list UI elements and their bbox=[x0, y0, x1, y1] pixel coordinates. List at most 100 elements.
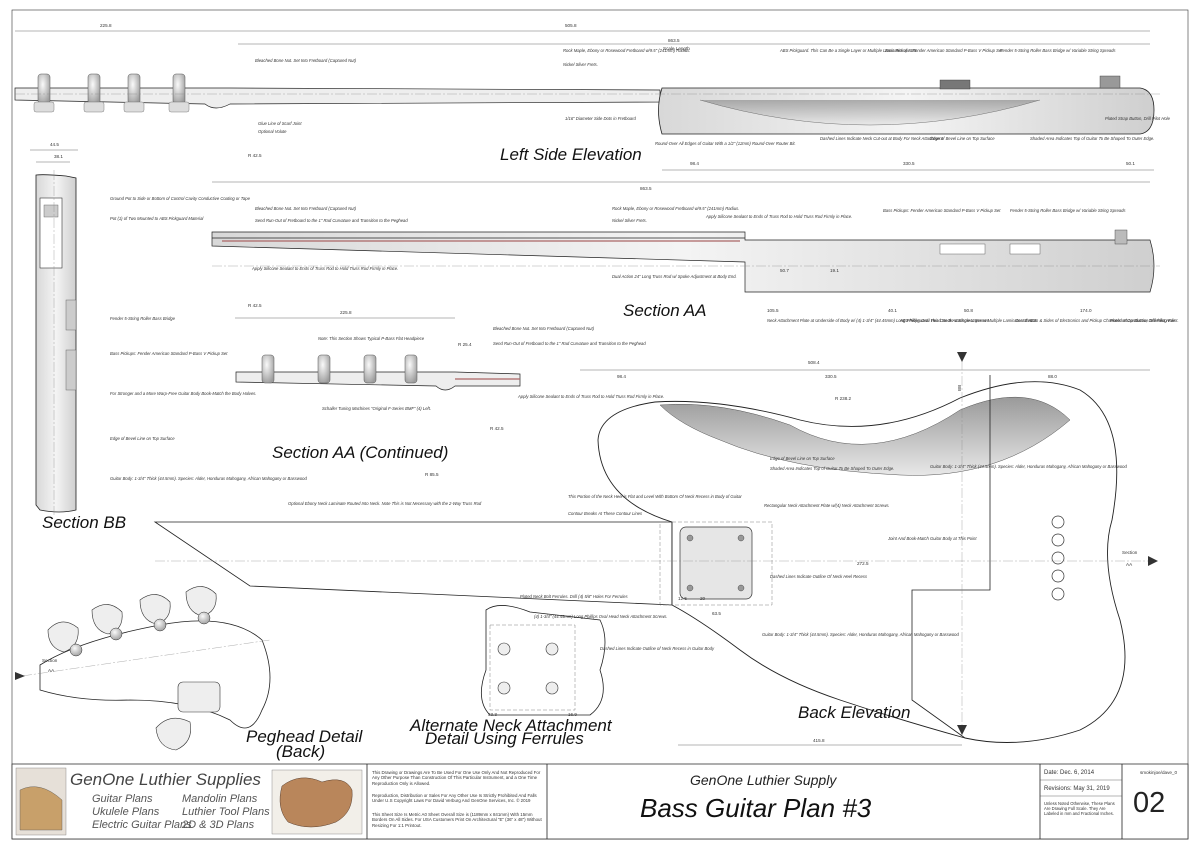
view-title-alt-neck: Alternate Neck Attachment bbox=[409, 716, 613, 735]
disclaimer-text-3: This Sheet Size Is Metric A0 Sheet Overa… bbox=[372, 812, 542, 828]
back-elevation: 508.4 98.4 330.5 88.0 R 238.2 Section AA bbox=[153, 352, 1158, 746]
dim-label: 50.1 bbox=[1126, 161, 1135, 166]
dim-label: 98.4 bbox=[690, 161, 699, 166]
sheet-number: 02 bbox=[1133, 787, 1166, 819]
note: Guitar Body: 1-3/4" Thick (44.5mm). Spec… bbox=[930, 464, 1128, 469]
product-item: Guitar Plans bbox=[92, 793, 153, 805]
dim-label: R 238.2 bbox=[835, 396, 852, 401]
note: Note: This Section Shows Typical P-Bass … bbox=[318, 336, 425, 341]
peghead-detail: Section AA Peghead Detail (Back) bbox=[15, 586, 363, 761]
tuner-row-section bbox=[261, 354, 418, 384]
neck-side-profile bbox=[14, 87, 661, 109]
note: Fender 5-String Roller Bass Bridge w/ Va… bbox=[1010, 208, 1126, 213]
view-title-left-side: Left Side Elevation bbox=[500, 145, 642, 164]
note: Glue Line of Scarf Joint bbox=[258, 121, 302, 126]
note: Edge of Bevel Line on Top Surface bbox=[770, 456, 835, 461]
note: Fender 5-String Roller Bass Bridge w/ Va… bbox=[1000, 48, 1116, 53]
dim-label: 12.5 bbox=[678, 596, 687, 601]
note: Plated Strap Button, Drill Pilot Hole bbox=[1105, 116, 1171, 121]
note: ABS Pickguard. This Can Be a Single Laye… bbox=[779, 48, 918, 53]
dim-label: 50.8 bbox=[964, 308, 973, 313]
note: Rock Maple, Ebony or Rosewood Fretboard … bbox=[612, 206, 739, 211]
note: Bleached Bone Nut. Set Into Fretboard (C… bbox=[493, 326, 595, 331]
note: Contour Breaks At These Contour Lines bbox=[568, 511, 643, 516]
note: Guitar Body: 1-3/4" Thick (44.5mm). Spec… bbox=[110, 476, 308, 481]
section-aa: 863.5 Section AA Bleached Bone Nut. Set … bbox=[211, 181, 1179, 323]
dim-label: 330.5 bbox=[903, 161, 915, 166]
note: ABS Pickguard. This Can Be a Single Laye… bbox=[899, 318, 1038, 323]
top-bevel-area bbox=[659, 396, 1071, 476]
tuner-row-side bbox=[33, 73, 190, 113]
dim-label: 272.5 bbox=[857, 561, 869, 566]
note: Schaller Tuning Machines "Original F-Ser… bbox=[322, 406, 431, 411]
note: Plated Neck Bolt Ferrules. Drill (4) 5/8… bbox=[520, 594, 629, 599]
plan-revisions: Revisions: May 31, 2019 bbox=[1044, 786, 1110, 792]
dim-label: 98.4 bbox=[617, 374, 626, 379]
section-marker-label: Section bbox=[1122, 550, 1138, 555]
note: Dashed Lines Indicate Outline Of Neck He… bbox=[770, 574, 868, 579]
alternate-neck-attachment: Alternate Neck Attachment Detail Using F… bbox=[409, 594, 715, 748]
note: (4) 1-3/4" (44.45mm) Long Phillips Oval … bbox=[534, 614, 668, 619]
disclaimer-text-2: Reproduction, Distribution or Sales For … bbox=[372, 793, 537, 804]
note: Apply Silicone Sealant to Ends of Truss … bbox=[251, 266, 398, 271]
note: For Stronger and a More Warp-Free Guitar… bbox=[110, 391, 257, 396]
section-bb: 44.5 38.1 Section BB Ground Pot to Side … bbox=[30, 142, 308, 532]
note: Guitar Body: 1-3/4" Thick (44.5mm). Spec… bbox=[762, 632, 960, 637]
note: Shaded Area Indicates Top of Guitar To B… bbox=[770, 466, 894, 471]
product-item: Luthier Tool Plans bbox=[182, 806, 270, 818]
dim-label: Scale Length bbox=[663, 46, 690, 51]
view-title-section-aa-continued: Section AA (Continued) bbox=[272, 443, 448, 462]
note: Dashed Lines Indicate Outline of Neck Re… bbox=[600, 646, 715, 651]
view-title-peghead: Peghead Detail bbox=[246, 727, 363, 746]
dim-label: R 42.5 bbox=[248, 153, 262, 158]
section-aa-continued: 225.8 Section AA (Continued) Note: This … bbox=[235, 310, 664, 477]
note: Optional Ebony Neck Laminate Routed Into… bbox=[288, 501, 482, 506]
note: Nickel Silver Frets. bbox=[612, 218, 647, 223]
section-marker-label: Section bbox=[42, 658, 58, 663]
dim-label: 105.5 bbox=[767, 308, 779, 313]
body-back-outline bbox=[597, 381, 1126, 743]
title-block bbox=[11, 763, 1189, 840]
note: Send Run-Out of Fretboard to the 1" Rad … bbox=[255, 218, 408, 223]
section-marker-label: BB bbox=[957, 385, 962, 391]
note: Dual Action 24" Long Truss Rod w/ Spoke … bbox=[612, 274, 737, 279]
note: Plated Strap Button, Drill Pilot Hole bbox=[1110, 318, 1176, 323]
note: Apply Silicone Sealant to Ends of Truss … bbox=[705, 214, 852, 219]
product-item: 2D & 3D Plans bbox=[182, 819, 255, 831]
section-marker-label: AA bbox=[48, 668, 55, 673]
dim-label: 40.1 bbox=[888, 308, 897, 313]
product-item: Ukulele Plans bbox=[92, 806, 160, 818]
note: Nickel Silver Frets. bbox=[563, 62, 598, 67]
tuner-keys-peghead bbox=[47, 586, 221, 751]
note: Rectangular Neck Attachment Plate w/(4) … bbox=[764, 503, 890, 508]
plan-title: Bass Guitar Plan #3 bbox=[640, 793, 872, 823]
product-list-left: Guitar Plans Ukulele Plans Electric Guit… bbox=[92, 793, 192, 832]
note: Joint And Book-Match Guitar Body at This… bbox=[887, 536, 977, 541]
dim-label: 505.8 bbox=[565, 23, 577, 28]
note: Bass Pickups: Fender American Standard P… bbox=[885, 48, 1003, 53]
product-item: Mandolin Plans bbox=[182, 793, 258, 805]
note: Shaded Area Indicates Top of Guitar To B… bbox=[1030, 136, 1154, 141]
dim-label: 863.5 bbox=[640, 186, 652, 191]
dim-label: 63.5 bbox=[712, 611, 721, 616]
product-list-right: Mandolin Plans Luthier Tool Plans 2D & 3… bbox=[182, 793, 270, 832]
view-title-back-elevation: Back Elevation bbox=[798, 703, 910, 722]
dim-label: 225.8 bbox=[340, 310, 352, 315]
dim-label: 53.3 bbox=[488, 712, 497, 717]
note: This Portion of the Neck Heel is Flat an… bbox=[568, 494, 742, 499]
note: Coat Bottom & Sides of Electronics and P… bbox=[1015, 318, 1179, 323]
note: Dashed Lines Indicate Neck Cut-out at Bo… bbox=[820, 136, 944, 141]
note: Optional Volute bbox=[258, 129, 287, 134]
note: Bass Pickups: Fender American Standard P… bbox=[883, 208, 1001, 213]
brand-name: GenOne Luthier Supplies bbox=[70, 770, 261, 789]
note: 1/16" Diameter Side Dots in Fretboard bbox=[565, 116, 637, 121]
dim-label: 20 bbox=[700, 596, 706, 601]
note: Bass Pickups: Fender American Standard P… bbox=[110, 351, 228, 356]
neck-attachment-plate bbox=[679, 526, 753, 600]
plan-date: Date: Dec. 6, 2014 bbox=[1044, 770, 1095, 776]
note: Send Run-Out of Fretboard to the 1" Rad … bbox=[493, 341, 646, 346]
dim-label: 38.1 bbox=[54, 154, 63, 159]
view-title-peghead-sub: (Back) bbox=[276, 742, 325, 761]
